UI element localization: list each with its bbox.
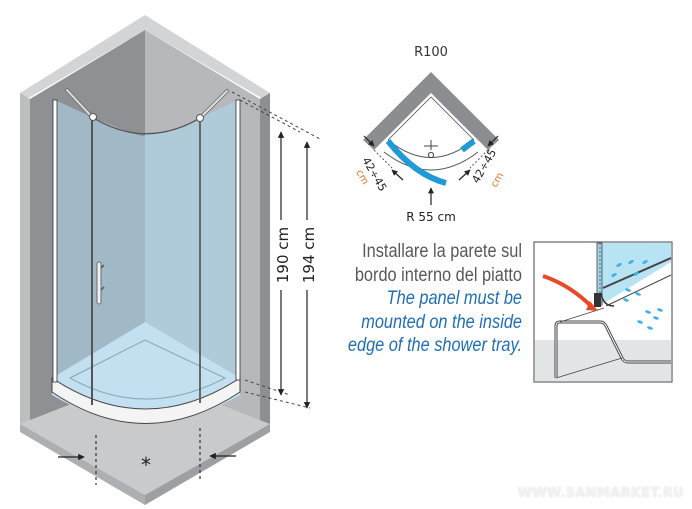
water-drops: [611, 260, 663, 330]
height-outer-label: 194 cm: [300, 227, 318, 283]
shower-tray: [52, 322, 240, 423]
door-handle: [96, 261, 102, 305]
plan-view: R100 42÷45 cm 42÷45 cm R 55 cm: [353, 45, 506, 224]
height-inner-label: 190 cm: [274, 227, 292, 283]
note-italian-line-2: bordo interno del piatto: [354, 264, 522, 286]
mounting-arrow: [542, 274, 594, 309]
glass-right: [145, 100, 238, 378]
note-english-line-1: The panel must be: [386, 288, 522, 309]
plan-door-panel: [385, 139, 447, 186]
glass-top-curve: [91, 116, 201, 135]
wall-profile-right: [235, 99, 241, 381]
tray-detail-illustration: [533, 241, 673, 383]
plan-walls: [363, 72, 499, 150]
watermark: WWW.SANMARKET.RU: [517, 486, 684, 501]
note-italian-line-1: Installare la parete sul: [362, 241, 522, 262]
floor-edge-right: [145, 424, 270, 505]
right-unit-label: cm: [489, 171, 506, 190]
installation-note: Installare la parete sul bordo interno d…: [324, 240, 522, 358]
right-wall-edge: [260, 93, 270, 430]
height-dimensions: 190 cm 194 cm: [231, 91, 323, 409]
plan-fixed-panel: [460, 138, 476, 153]
note-english-line-3: edge of the shower tray.: [347, 335, 522, 356]
left-wall-edge: [20, 93, 30, 430]
tray-front-lip: [51, 377, 241, 424]
radius-label: R 55 cm: [406, 210, 456, 224]
note-english-line-2: mounted on the inside: [361, 311, 522, 333]
floor-edge-left: [20, 424, 145, 505]
glass-left: [55, 100, 145, 382]
wall-profile-left: [52, 99, 58, 383]
model-label: R100: [414, 45, 448, 60]
tray-marker: *: [141, 453, 151, 477]
enclosure-illustration: *: [20, 15, 270, 505]
